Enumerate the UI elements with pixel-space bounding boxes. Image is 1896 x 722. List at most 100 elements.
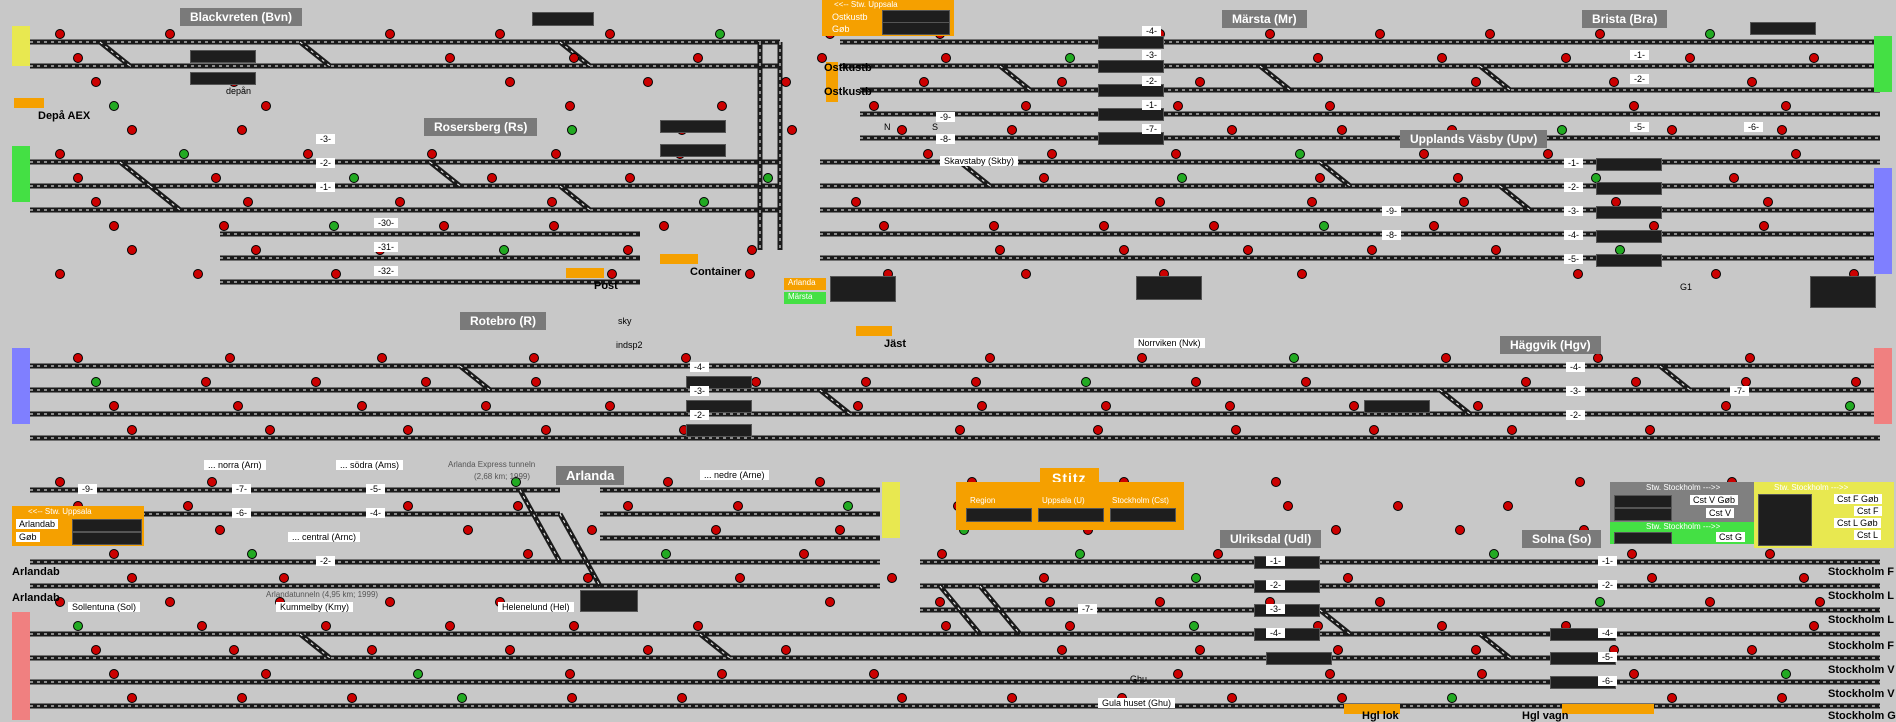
label-arlandab-2: Arlandab: [12, 592, 60, 604]
track-number-mr-2: -2-: [1142, 76, 1161, 86]
marsta-small-box[interactable]: Märsta: [784, 292, 826, 304]
signal-lamp: [1047, 149, 1057, 159]
signal-lamp: [1845, 401, 1855, 411]
stw-stockholm-panel-v[interactable]: Stw. Stockholm --->> Cst V Gøb Cst V: [1610, 482, 1754, 522]
jast-yard-marker: [856, 326, 892, 336]
signal-lamp: [1155, 597, 1165, 607]
signal-lamp: [1093, 425, 1103, 435]
signal-lamp: [1191, 377, 1201, 387]
digit-display: [1254, 628, 1320, 641]
signal-lamp: [1503, 501, 1513, 511]
label-track-s: S: [932, 122, 939, 132]
track-number-arn-7: -7-: [232, 484, 251, 494]
track-segment: [818, 388, 852, 416]
signal-lamp: [303, 149, 313, 159]
track-number-r-4: -4-: [690, 362, 709, 372]
signal-lamp: [1629, 101, 1639, 111]
stitz-panel[interactable]: Region Uppsala (U) Stockholm (Cst): [956, 482, 1184, 530]
digit-display: [830, 276, 896, 302]
signal-lamp: [565, 669, 575, 679]
signal-lamp: [935, 597, 945, 607]
label-depa-aex: Depå AEX: [38, 110, 91, 122]
signal-lamp: [1765, 549, 1775, 559]
signal-lamp: [681, 353, 691, 363]
track-number-bra-5: -5-: [1630, 122, 1649, 132]
station-label-rs[interactable]: Rosersberg (Rs): [424, 118, 538, 136]
label-sollentuna: Sollentuna (Sol): [68, 602, 141, 612]
signal-lamp: [457, 693, 467, 703]
signal-lamp: [349, 173, 359, 183]
signal-lamp: [183, 501, 193, 511]
signal-lamp: [817, 53, 827, 63]
station-label-udl[interactable]: Ulriksdal (Udl): [1220, 530, 1322, 548]
stw-stockholm-g-display: [1614, 532, 1672, 544]
stw-stockholm-panel-g[interactable]: Stw. Stockholm --->> Cst G: [1610, 522, 1754, 544]
station-label-upv[interactable]: Upplands Väsby (Upv): [1400, 130, 1548, 148]
track-number-hgv-7: -7-: [1730, 386, 1749, 396]
signal-lamp: [1195, 645, 1205, 655]
signal-lamp: [1521, 377, 1531, 387]
stw-uppsala-top-row-2: Gøb: [832, 24, 850, 34]
signal-lamp: [1101, 401, 1111, 411]
signal-lamp: [693, 53, 703, 63]
exit-stockholm-2[interactable]: Stockholm L: [1828, 590, 1895, 602]
signal-lamp: [1337, 693, 1347, 703]
signal-lamp: [55, 29, 65, 39]
signal-lamp: [1369, 425, 1379, 435]
signal-lamp: [1333, 645, 1343, 655]
signal-lamp: [897, 125, 907, 135]
station-label-hgv[interactable]: Häggvik (Hgv): [1500, 336, 1601, 354]
stw-stockholm-panel-fl[interactable]: Stw. Stockholm --->> Cst F Gøb Cst F Cst…: [1754, 482, 1894, 548]
digit-display: [1098, 60, 1164, 73]
track-segment: [1318, 160, 1352, 188]
station-label-bra[interactable]: Brista (Bra): [1582, 10, 1668, 28]
signal-lamp: [587, 525, 597, 535]
exit-stockholm-4[interactable]: Stockholm F: [1828, 640, 1895, 652]
label-depan: depån: [226, 86, 252, 96]
arlanda-small-box[interactable]: Arlanda: [784, 278, 826, 290]
signal-lamp: [211, 173, 221, 183]
track-number-so-6: -6-: [1598, 676, 1617, 686]
digit-display: [1098, 84, 1164, 97]
signal-lamp: [995, 245, 1005, 255]
signal-lamp: [605, 401, 615, 411]
stw-uppsala-top-panel[interactable]: <<-- Stw. Uppsala Ostkustb Gøb: [822, 0, 954, 36]
signal-lamp: [941, 621, 951, 631]
track-number-r-2: -2-: [690, 410, 709, 420]
exit-stockholm-3[interactable]: Stockholm L: [1828, 614, 1895, 626]
station-label-arlanda[interactable]: Arlanda: [556, 466, 625, 485]
signal-lamp: [1243, 245, 1253, 255]
signal-lamp: [541, 425, 551, 435]
stw-stockholm-fl-row-4: Cst L: [1854, 530, 1882, 540]
exit-stockholm-5[interactable]: Stockholm V: [1828, 664, 1895, 676]
signal-lamp: [605, 29, 615, 39]
signal-lamp: [321, 621, 331, 631]
track-number-rs-32: -32-: [374, 266, 399, 276]
signal-lamp: [733, 501, 743, 511]
signal-lamp: [385, 29, 395, 39]
signal-lamp: [445, 621, 455, 631]
signal-lamp: [1343, 573, 1353, 583]
station-label-so[interactable]: Solna (So): [1522, 530, 1602, 548]
exit-stockholm-1[interactable]: Stockholm F: [1828, 566, 1895, 578]
exit-stockholm-7[interactable]: Stockholm G: [1828, 710, 1896, 722]
signal-lamp: [1119, 245, 1129, 255]
station-label-r[interactable]: Rotebro (R): [460, 312, 546, 330]
stw-uppsala-left-panel[interactable]: <<-- Stw. Uppsala Arlandab Gøb: [12, 506, 144, 546]
boundary-marker-sol: [12, 612, 30, 720]
track-number-mr-3: -3-: [1142, 50, 1161, 60]
stw-stockholm-g-title: Stw. Stockholm --->>: [1646, 522, 1721, 531]
signal-lamp: [1137, 353, 1147, 363]
exit-stockholm-6[interactable]: Stockholm V: [1828, 688, 1895, 700]
signal-lamp: [243, 197, 253, 207]
signal-lamp: [1429, 221, 1439, 231]
signal-lamp: [887, 573, 897, 583]
station-label-mr[interactable]: Märsta (Mr): [1222, 10, 1307, 28]
track-segment: [1478, 64, 1512, 92]
station-label-bvn[interactable]: Blackvreten (Bvn): [180, 8, 303, 26]
signal-lamp: [1459, 197, 1469, 207]
signal-lamp: [513, 501, 523, 511]
signal-lamp: [693, 621, 703, 631]
signal-lamp: [551, 149, 561, 159]
signal-lamp: [225, 353, 235, 363]
